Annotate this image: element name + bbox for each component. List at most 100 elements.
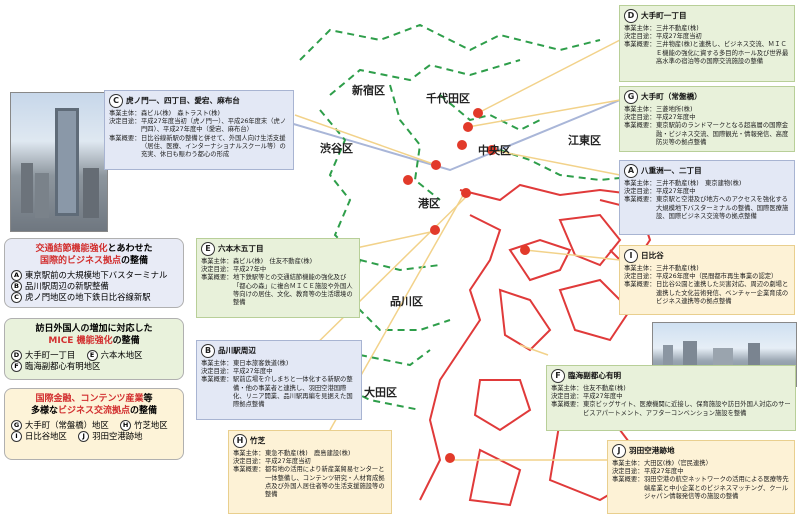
letter-badge: D (624, 9, 638, 23)
legend-letter: E (86, 350, 98, 361)
marker-F (520, 245, 530, 255)
legend-text: 大手町一丁目 (25, 350, 76, 360)
decision-label: 決定目途： (612, 468, 644, 476)
decision-label: 決定目途： (624, 114, 656, 122)
railway-line (279, 99, 621, 172)
legend-heading: 訪日外国人の増加に対応した MICE 機能強化の整備 (11, 323, 177, 347)
decision-value: 平成27年中 (233, 266, 267, 274)
overview-value: 日比谷線新駅の整備と併せて、外国人向け生活支援（居住、医療、インターナショナルス… (141, 134, 286, 159)
decision-value: 平成27年度当初（虎ノ門一）、平成26年度末（虎ノ門四）、平成27年度中（愛宕、… (141, 118, 287, 134)
letter-badge: B (201, 344, 215, 358)
overview-value: 東京駅と空港及び地方へのアクセスを強化する大規模地下バスターミナルの整備、国際医… (656, 196, 789, 220)
legend-letter: D (11, 350, 22, 361)
overview-value: 駅前広場を介しまちと一体化する新駅の整備・他の事業者と連携し、羽田空港国際化、リ… (233, 376, 353, 409)
legend-heading-part: 交通結節機能強化 (35, 244, 108, 254)
owner-label: 事業主体： (201, 258, 233, 265)
ward-label-chiyoda: 千代田区 (426, 92, 470, 105)
owner-label: 事業主体： (624, 180, 656, 187)
owner-label: 事業主体： (201, 360, 233, 367)
project-title: 竹芝 (250, 435, 266, 445)
ward-label-chuo: 中央区 (478, 144, 511, 157)
owner-value: 三菱地所(株) (656, 106, 693, 113)
overview-label: 事業概要： (109, 134, 141, 142)
project-title: 品川駅周辺 (218, 345, 256, 355)
legend-letter: I (11, 431, 22, 442)
decision-value: 平成27年度中 (656, 188, 696, 196)
decision-label: 決定目途： (551, 393, 583, 401)
decision-label: 決定目途： (233, 458, 265, 466)
owner-label: 事業主体： (551, 385, 583, 392)
marker-D (473, 108, 483, 118)
marker-C (431, 160, 441, 170)
marker-I (457, 140, 467, 150)
letter-badge: C (109, 94, 123, 108)
owner-value: 森ビル(株) 住友不動産(株) (233, 258, 313, 265)
legend-text: 六本木地区 (100, 350, 143, 360)
letter-badge: J (612, 444, 626, 458)
letter-badge: H (233, 434, 247, 448)
owner-value: 三井不動産(株) 東京建物(株) (656, 180, 742, 187)
overview-label: 事業概要： (201, 376, 233, 384)
ward-borders (299, 23, 651, 411)
ward-label-ota: 大田区 (364, 386, 397, 399)
overview-label: 事業概要： (612, 476, 644, 484)
decision-value: 平成26年度中（民間都市再生事業の認定） (656, 273, 778, 281)
letter-badge: A (624, 164, 638, 178)
overview-value: 東京駅前のランドマークとなる超高層の国際金融・ビジネス交流、国際観光・情報発信、… (656, 122, 789, 146)
project-title: 八重洲一、二丁目 (641, 165, 702, 175)
legend-text: 品川駅周辺の新駅整備 (25, 281, 109, 291)
legend-text: 虎ノ門地区の地下鉄日比谷線新駅 (25, 292, 151, 302)
owner-value: 東日本旅客鉄道(株) (233, 360, 289, 367)
owner-label: 事業主体： (612, 460, 644, 467)
legend-letter: A (11, 270, 22, 281)
overview-label: 事業概要： (624, 281, 656, 289)
project-title: 日比谷 (641, 250, 664, 260)
marker-E (403, 175, 413, 185)
owner-label: 事業主体： (109, 110, 141, 117)
letter-badge: G (624, 90, 638, 104)
overview-label: 事業概要： (624, 122, 656, 130)
legend-heading-part: の整備 (130, 406, 158, 416)
ward-label-shibuya: 渋谷区 (320, 142, 353, 155)
legend-letter: J (78, 431, 90, 442)
letter-badge: F (551, 369, 565, 383)
owner-label: 事業主体： (624, 265, 656, 272)
overview-value: 日比谷公園と連携した災害対応、周辺の劇場と連携した文化芸術発信、ベンチャー企業育… (656, 281, 789, 305)
legend-letter: F (11, 361, 22, 372)
overview-value: 羽田空港の航空ネットワークの活用による医療等先端産業と中小企業とのビジネスマッチ… (644, 476, 789, 500)
ward-label-shinagawa: 品川区 (390, 295, 423, 308)
owner-value: 東急不動産(株) 鹿島建設(株) (265, 450, 351, 457)
legend-heading-part: 国際的ビジネス拠点 (39, 256, 121, 266)
legend-letter: B (11, 281, 22, 292)
marker-B (430, 225, 440, 235)
project-title: 大手町一丁目 (641, 10, 687, 20)
legend-heading-part: ビジネス交流拠点 (57, 406, 130, 416)
ward-label-koto: 江東区 (568, 134, 601, 147)
legend-heading-part: の整備 (121, 256, 149, 266)
project-title: 大手町（常盤橋） (641, 91, 702, 101)
legend-text: 臨海副都心有明地区 (25, 361, 101, 371)
decision-label: 決定目途： (624, 188, 656, 196)
owner-value: 三井不動産(株) (656, 25, 699, 32)
decision-value: 平成27年度中 (233, 368, 273, 376)
legend-text: 竹芝地区 (134, 420, 168, 430)
project-title: 臨海副都心有明 (568, 370, 622, 380)
marker-J (445, 453, 455, 463)
legend-heading-part: 訪日外国人の増加に対応した (35, 324, 153, 334)
decision-label: 決定目途： (109, 118, 141, 126)
overview-label: 事業概要： (233, 466, 265, 474)
decision-label: 決定目途： (201, 368, 233, 376)
legend-letter: G (11, 420, 22, 431)
